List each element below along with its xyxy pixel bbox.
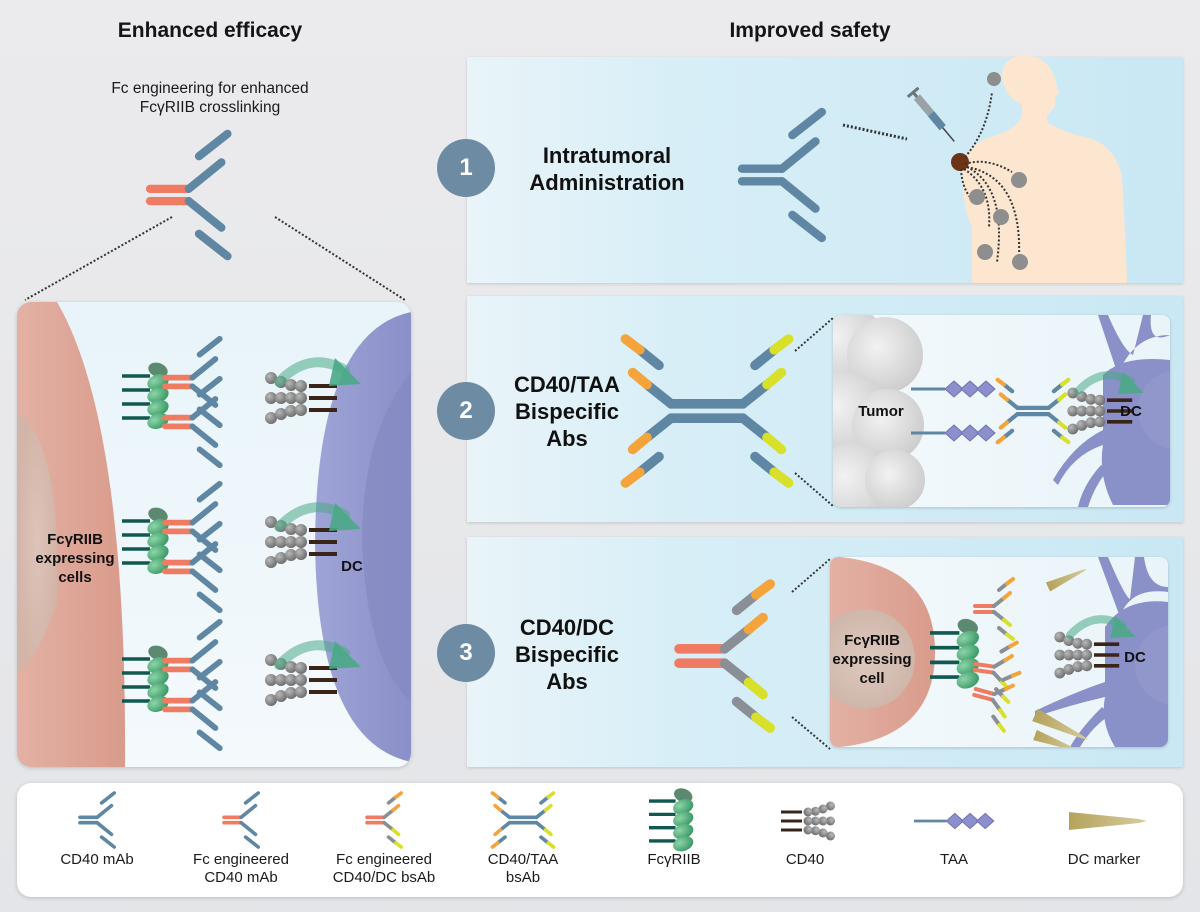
fc-engineered-cd40-mab-icon — [222, 791, 261, 849]
metastases — [969, 72, 1028, 270]
cd40-mab-illustration — [742, 112, 822, 238]
legend-label-line: bsAb — [505, 869, 541, 886]
taa-icon — [912, 811, 996, 831]
legend-item-fcgriib: FcγRIIB — [604, 783, 744, 897]
label-line: CD40/TAA — [514, 372, 620, 397]
label-line: FcγRIIB — [47, 531, 103, 548]
heading-enhanced-efficacy: Enhanced efficacy — [117, 19, 303, 42]
strategy-label: Intratumoral Administration — [507, 142, 707, 196]
dendritic-cell-inset — [1053, 315, 1170, 507]
fc-engineered-antibody-illustration — [24, 0, 406, 301]
fcgriib-cell-nucleus — [17, 412, 58, 672]
zoom-line-left — [24, 216, 173, 301]
syringe-icon — [906, 86, 955, 142]
cd40-mab-icon — [78, 791, 116, 849]
label-line: cell — [859, 670, 885, 687]
zoom-line-right — [274, 216, 406, 301]
fcgriib-cell-label: FcγRIIB expressing cell — [832, 631, 912, 688]
legend-label-line: Fc engineered — [336, 851, 432, 868]
legend-label-line: TAA — [939, 851, 969, 868]
legend-label-line: Fc engineered — [193, 851, 289, 868]
label-line: CD40/DC — [519, 615, 615, 640]
fcgriib-dc-inset: FcγRIIB expressing cell DC — [830, 557, 1168, 747]
zoom-line-bottom — [794, 472, 834, 507]
zoom-line-top — [794, 317, 834, 352]
fc-engineered-cd40-mab-large — [150, 134, 228, 256]
legend-label: CD40 — [735, 851, 875, 869]
legend-label-line: FcγRIIB — [647, 851, 701, 868]
legend-label-line: CD40 mAb — [204, 869, 278, 886]
strategy-panel-1: 1 Intratumoral Administration — [437, 55, 1183, 283]
fcgriib-cell-nucleus-inset — [830, 609, 915, 709]
fcgriib-expressing-cell — [17, 302, 126, 767]
fc-engineered-cd40-dc-bsab-icon — [365, 791, 404, 849]
legend-label: TAA — [884, 851, 1024, 869]
cd40-icon — [779, 800, 837, 842]
legend-label-line: CD40 mAb — [60, 851, 134, 868]
tumor-cells — [833, 315, 925, 507]
tumor-injection-site — [951, 153, 969, 171]
heading-improved-safety: Improved safety — [729, 19, 891, 42]
label-line: expressing — [832, 651, 912, 668]
strategy-number-badge: 2 — [437, 382, 495, 440]
cd40-taa-bsab-illustration — [625, 339, 788, 483]
legend-label-line: CD40 — [785, 851, 825, 868]
dendritic-cell-nucleus — [362, 372, 411, 702]
legend-label: DC marker — [1034, 851, 1174, 869]
metastasis-spread — [960, 91, 1021, 263]
legend-label-line: DC marker — [1067, 851, 1141, 868]
label-line: cells — [58, 569, 92, 586]
tumor-dc-inset: Tumor DC — [833, 315, 1170, 507]
legend-item-cd40: CD40 — [735, 783, 875, 897]
legend-label: CD40 mAb — [27, 851, 167, 869]
fcgriib-cells-label: FcγRIIB expressing cells — [25, 530, 125, 587]
crosslink-row-3 — [120, 622, 361, 748]
small-cd40-taa-bsab — [998, 380, 1069, 442]
label-line: expressing — [35, 550, 115, 567]
strategy-panel-2: 2 CD40/TAA Bispecific Abs — [437, 296, 1183, 522]
dendritic-cell-inset — [1035, 557, 1168, 747]
dotted-pointer — [842, 123, 908, 141]
subtitle-line-1: Fc engineering for enhanced — [111, 80, 309, 97]
subtitle-line-2: FcγRIIB crosslinking — [139, 99, 281, 116]
human-body-silhouette — [962, 55, 1127, 283]
zoom-line-top — [791, 558, 831, 593]
label-line: Abs — [546, 426, 588, 451]
legend-item-taa: TAA — [884, 783, 1024, 897]
fcgriib-icon — [647, 784, 698, 856]
legend-label-line: CD40/TAA — [487, 851, 559, 868]
legend-item-dc-marker: DC marker — [1034, 783, 1174, 897]
dc-label: DC — [1124, 649, 1146, 666]
legend-label: FcγRIIB — [604, 851, 744, 869]
zoom-line-bottom — [791, 716, 831, 750]
fc-engineered-cd40-dc-bsab-illustration — [679, 584, 770, 728]
crosslinking-panel: FcγRIIB expressing cells DC — [17, 302, 411, 767]
dc-marker-icon — [1069, 812, 1147, 830]
legend-label-line: CD40/DC bsAb — [332, 869, 436, 886]
label-line: Abs — [546, 669, 588, 694]
label-line: Administration — [529, 170, 685, 195]
label-line: FcγRIIB — [844, 632, 900, 649]
label-line: Intratumoral — [542, 143, 672, 168]
dc-label: DC — [1120, 403, 1142, 420]
dc-label: DC — [341, 558, 363, 575]
legend-item-cd40-mab: CD40 mAb — [27, 783, 167, 897]
strategy-panel-3: 3 CD40/DC Bispecific Abs — [437, 537, 1183, 767]
strategy-label: CD40/DC Bispecific Abs — [502, 614, 632, 695]
strategy-number-badge: 1 — [437, 139, 495, 197]
strategy-label: CD40/TAA Bispecific Abs — [502, 371, 632, 452]
cd40-taa-bsab-icon — [490, 791, 556, 849]
fc-engineering-subtitle: Fc engineering for enhanced FcγRIIB cros… — [60, 79, 360, 117]
tumor-label: Tumor — [858, 403, 904, 420]
label-line: Bispecific — [515, 642, 619, 667]
label-line: Bispecific — [515, 399, 619, 424]
strategy-number-badge: 3 — [437, 624, 495, 682]
